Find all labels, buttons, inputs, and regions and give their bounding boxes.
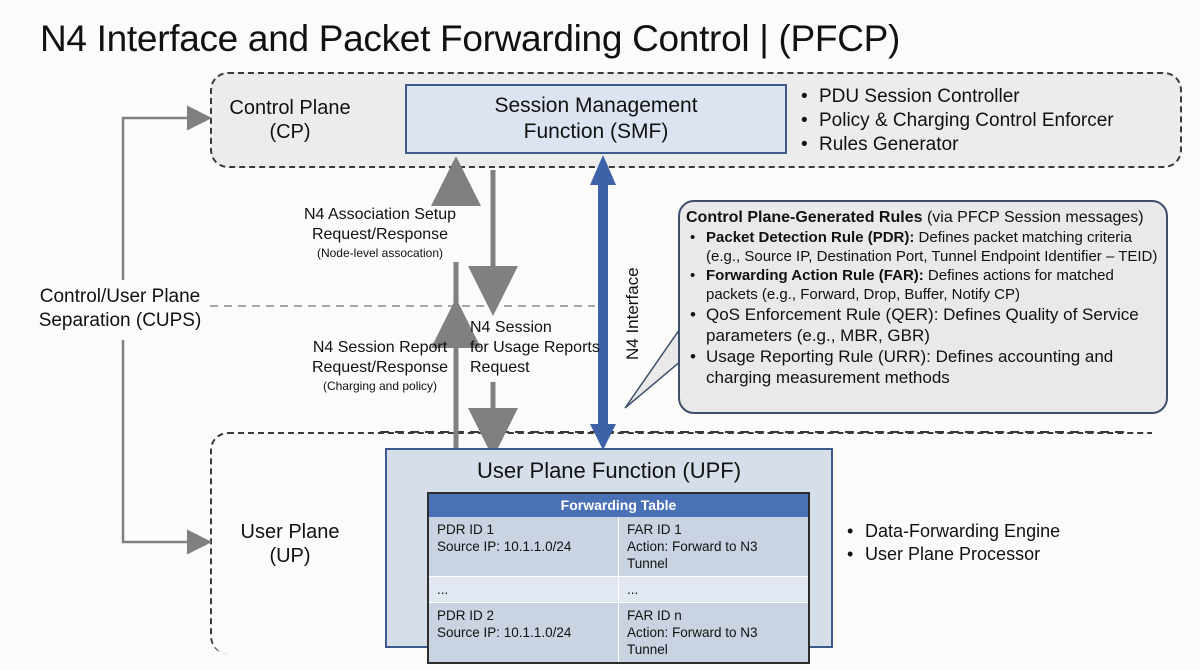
n4-interface-label: N4 Interface <box>623 267 642 360</box>
cups-bracket-top <box>121 105 212 280</box>
smf-box: Session Management Function (SMF) <box>405 84 787 154</box>
page-title: N4 Interface and Packet Forwarding Contr… <box>40 18 901 59</box>
control-plane-label: Control Plane (CP) <box>229 97 351 143</box>
forwarding-table-header: Forwarding Table <box>428 493 809 517</box>
smf-roles-list: PDU Session Controller Policy & Charging… <box>797 85 1114 157</box>
rule-far: Forwarding Action Rule (FAR): Defines ac… <box>686 266 1158 304</box>
cups-label: Control/User Plane Separation (CUPS) <box>38 286 202 331</box>
list-item: Policy & Charging Control Enforcer <box>797 109 1114 133</box>
rule-pdr: Packet Detection Rule (PDR): Defines pac… <box>686 228 1158 266</box>
table-row: ... ... <box>428 576 810 603</box>
list-item: Data-Forwarding Engine <box>843 520 1060 543</box>
session-report-label: N4 Session Report Request/Response (Char… <box>311 339 449 393</box>
association-label: N4 Association Setup Request/Response (N… <box>303 206 457 260</box>
upf-roles-list: Data-Forwarding Engine User Plane Proces… <box>843 520 1060 566</box>
list-item: Rules Generator <box>797 133 1114 157</box>
list-item: User Plane Processor <box>843 543 1060 566</box>
rule-qer: QoS Enforcement Rule (QER): Defines Qual… <box>686 304 1158 346</box>
rule-urr: Usage Reporting Rule (URR): Defines acco… <box>686 346 1158 388</box>
list-item: PDU Session Controller <box>797 85 1114 109</box>
upf-title: User Plane Function (UPF) <box>476 458 742 483</box>
rules-callout: Control Plane-Generated Rules (via PFCP … <box>678 200 1168 414</box>
usage-report-label: N4 Session for Usage Reports Request <box>470 319 600 376</box>
n4-interface-arrow <box>598 182 608 428</box>
cups-bracket-bottom <box>121 340 212 555</box>
user-plane-label: User Plane (UP) <box>240 521 340 567</box>
